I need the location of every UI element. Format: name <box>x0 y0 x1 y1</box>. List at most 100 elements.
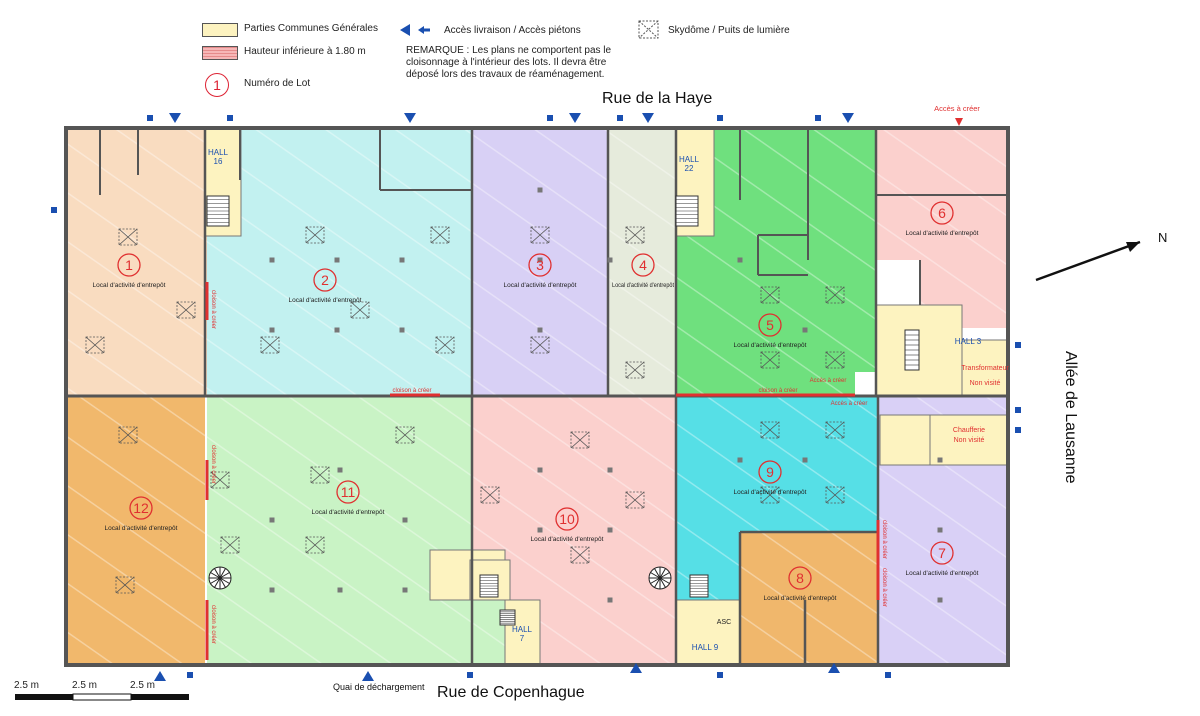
lot-11-label: Local d'activité d'entrepôt <box>312 509 385 516</box>
legend-common-swatch <box>202 23 238 37</box>
lot-2-label: Local d'activité d'entrepôt <box>289 297 362 304</box>
column <box>937 457 943 463</box>
skydome-icon <box>825 421 845 439</box>
column <box>269 257 275 263</box>
lot-11-number-circle <box>336 480 360 504</box>
lot-11-number: 11 <box>341 484 356 500</box>
lot-12-label: Local d'activité d'entrepôt <box>105 525 178 532</box>
skydome-icon <box>220 536 240 554</box>
lot-3-number-circle <box>528 253 552 277</box>
scale-label-3: 2.5 m <box>130 680 156 691</box>
lot-4-hatch <box>608 128 676 395</box>
lot-11-hatch <box>207 397 505 665</box>
skydome-icon <box>825 351 845 369</box>
partition-to-create-lot12-top: cloison à créer <box>210 445 216 484</box>
column <box>937 527 943 533</box>
access-arrow-icon <box>404 113 416 123</box>
access-to-create-hall3: Accès à créer <box>810 378 847 384</box>
access-to-create-lot9: Accès à créer <box>831 401 868 407</box>
lot-5-number-circle <box>758 313 782 337</box>
lot-3-label: Local d'activité d'entrepôt <box>504 282 577 289</box>
pedestrian-access-icon <box>187 672 193 678</box>
lot-1-label: Local d'activité d'entrepôt <box>93 282 166 289</box>
lot-1-hatch <box>66 128 207 395</box>
scale-bar <box>15 693 189 701</box>
column <box>337 467 343 473</box>
skydome-icon <box>260 336 280 354</box>
column <box>607 527 613 533</box>
skydome-icon <box>310 466 330 484</box>
pedestrian-access-icon <box>815 115 821 121</box>
column <box>269 327 275 333</box>
lot-7-number: 7 <box>938 545 946 561</box>
column <box>399 327 405 333</box>
access-arrow-icon <box>828 663 840 673</box>
lot-10-label: Local d'activité d'entrepôt <box>531 536 604 543</box>
partition-to-create-lot7-bottom: cloison à créer <box>881 568 887 607</box>
column <box>334 327 340 333</box>
pedestrian-access-icon <box>717 115 723 121</box>
lot-5-number: 5 <box>766 317 774 333</box>
lot-7-number-circle <box>930 541 954 565</box>
column <box>269 517 275 523</box>
lot-2-number-circle <box>313 268 337 292</box>
hall-9-label: HALL 9 <box>692 643 719 652</box>
lot-8-label: Local d'activité d'entrepôt <box>764 595 837 602</box>
skydome-icon <box>435 336 455 354</box>
legend-skydome-icon <box>638 20 659 39</box>
boiler-room <box>929 414 1009 466</box>
transformer-label: Transformateur <box>961 365 1009 372</box>
lot-1-number-circle <box>117 253 141 277</box>
column <box>537 187 543 193</box>
stair-block <box>689 574 709 598</box>
lot-9-number: 9 <box>766 464 774 480</box>
spiral-stair-icon <box>648 566 672 590</box>
skydome-icon <box>176 301 196 319</box>
transformer-room <box>961 339 1009 396</box>
lot-12-hatch <box>66 397 205 665</box>
legend-lot-number-label: Numéro de Lot <box>244 78 311 89</box>
access-arrow-icon <box>642 113 654 123</box>
skydome-icon <box>530 336 550 354</box>
hall-16-label: 16 <box>214 157 223 166</box>
lot-3-number: 3 <box>536 257 544 273</box>
pedestrian-access-icon <box>1015 407 1021 413</box>
skydome-icon <box>625 491 645 509</box>
boiler-label: Chaufferie <box>953 427 985 434</box>
lot-5-label: Local d'activité d'entrepôt <box>734 342 807 349</box>
stair-block <box>499 609 516 626</box>
street-north-label: Rue de la Haye <box>602 90 713 107</box>
legend-access-label: Accès livraison / Accès piétons <box>444 25 581 36</box>
pedestrian-access-icon <box>467 672 473 678</box>
skydome-icon <box>760 286 780 304</box>
legend-low-height-label: Hauteur inférieure à 1.80 m <box>244 46 366 57</box>
skydome-icon <box>350 301 370 319</box>
lot-2-number: 2 <box>321 272 329 288</box>
service-core-east <box>879 414 931 466</box>
skydome-icon <box>760 486 780 504</box>
pedestrian-access-icon <box>1015 342 1021 348</box>
skydome-icon <box>625 361 645 379</box>
lot-10-number-circle <box>555 507 579 531</box>
hall-22-label: HALL <box>679 155 700 164</box>
lot-5-hatch <box>676 128 876 395</box>
skydome-icon <box>118 228 138 246</box>
lot-6-number-circle <box>930 201 954 225</box>
lot-7-label: Local d'activité d'entrepôt <box>906 570 979 577</box>
column <box>399 257 405 263</box>
lot-8-number: 8 <box>796 570 804 586</box>
access-to-create-top: Accès à créer <box>934 104 980 113</box>
skydome-icon <box>430 226 450 244</box>
legend-skydome-label: Skydôme / Puits de lumière <box>668 25 790 36</box>
column <box>402 517 408 523</box>
column <box>269 587 275 593</box>
column <box>737 257 743 263</box>
column <box>937 597 943 603</box>
partition-to-create-lot2: cloison à créer <box>392 388 431 394</box>
boiler-status: Non visité <box>954 437 985 444</box>
lot-6-number: 6 <box>938 205 946 221</box>
lot-6-label: Local d'activité d'entrepôt <box>906 230 979 237</box>
hall-3-label: HALL 3 <box>955 337 982 346</box>
spiral-stair-icon <box>208 566 232 590</box>
